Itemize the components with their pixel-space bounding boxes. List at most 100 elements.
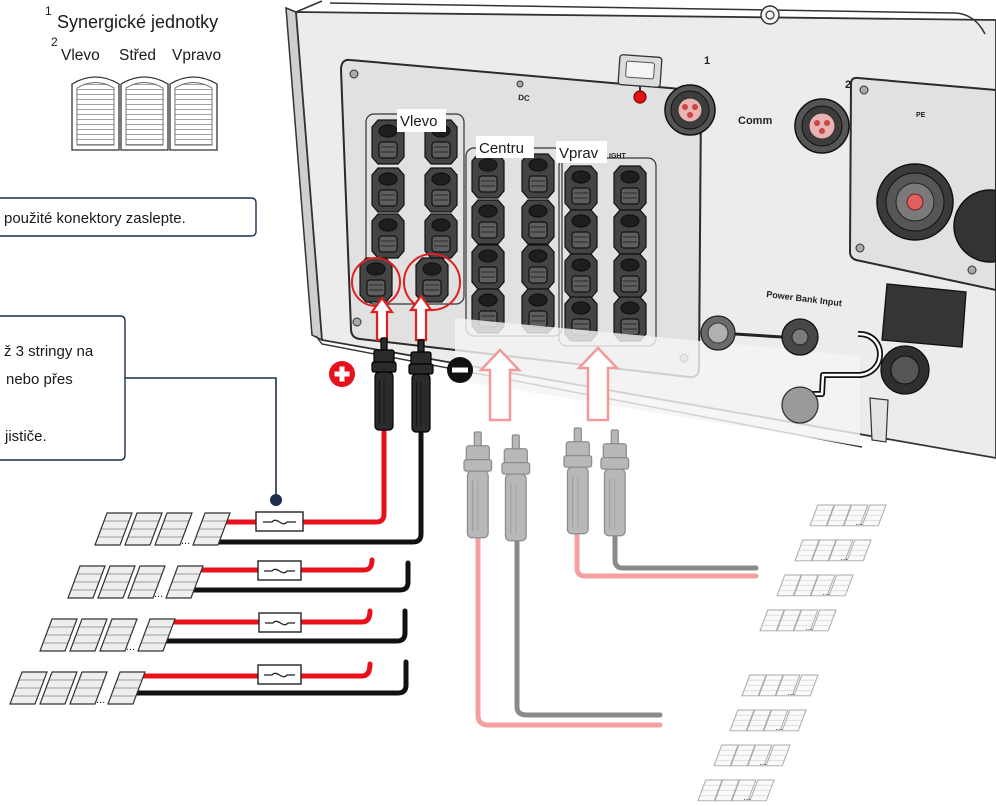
power-bank-cap-icon xyxy=(700,315,736,351)
connector-group-labels: Vlevo Centru Vprav IGHT xyxy=(397,109,626,163)
string-4-positive-wire xyxy=(137,661,373,679)
string-1-negative-wire xyxy=(205,429,424,545)
dc-connector xyxy=(521,153,555,199)
fuse-icon xyxy=(258,612,302,633)
screw xyxy=(859,85,869,95)
legend-title: Synergické jednotky xyxy=(57,12,218,32)
legend: 1 Synergické jednotky 2 Vlevo Střed Vpra… xyxy=(45,4,221,151)
pv-string-dimmed: ... xyxy=(741,674,819,697)
pv-strings-dimmed-upper: ... ... ... ... xyxy=(759,504,887,632)
cabinet-right-icon xyxy=(169,76,218,151)
group-label-right-fragment: IGHT xyxy=(609,153,626,160)
inverter-top-surface-edge xyxy=(329,2,986,35)
dc-connector xyxy=(471,153,505,199)
pv-strings-dimmed-lower: ... ... ... ... xyxy=(697,674,819,802)
pv-string-3: ... xyxy=(39,618,176,653)
comm-label: Comm xyxy=(738,115,772,127)
port-1-label: 1 xyxy=(704,55,710,67)
string-fuses xyxy=(255,511,304,685)
pv-string-ellipsis: ... xyxy=(96,694,105,706)
inverter: DC PE xyxy=(285,0,996,459)
pe-gland-icon xyxy=(876,163,954,241)
dc-connector xyxy=(471,244,505,290)
string-wires xyxy=(117,427,424,696)
pv-string-ellipsis: ... xyxy=(856,517,863,527)
cabinet-center-icon xyxy=(120,76,169,151)
pv-string-1: ... xyxy=(94,512,231,547)
inverter-top-edge xyxy=(295,0,323,13)
center-string-positive-wire xyxy=(475,522,663,728)
pv-string-dimmed: ... xyxy=(697,779,775,802)
port-2-label: 2 xyxy=(845,79,851,91)
comm-gland-2-icon xyxy=(794,98,850,154)
fuse-icon xyxy=(257,664,302,685)
string-4-negative-wire xyxy=(117,659,409,696)
dimmed-area xyxy=(455,318,860,446)
drain-plug-icon xyxy=(781,386,819,424)
insert-arrow-right-icon xyxy=(576,346,620,422)
dc-connector xyxy=(521,244,555,290)
pv-string-dimmed: ... xyxy=(729,709,807,732)
pe-label: PE xyxy=(916,112,926,119)
right-string-negative-wire xyxy=(612,517,759,571)
group-label-left: Vlevo xyxy=(400,113,438,130)
pv-string-ellipsis: ... xyxy=(776,722,783,732)
screw xyxy=(349,69,359,79)
screw xyxy=(855,243,865,253)
callout-strings-line-1: ž 3 stringy na xyxy=(4,343,94,360)
pv-module xyxy=(165,565,204,599)
string-2-negative-wire xyxy=(173,560,411,593)
inverter-foot xyxy=(869,397,889,443)
callout-blank-connectors-text: použité konektory zaslepte. xyxy=(4,210,186,227)
callout-blank-connectors: použité konektory zaslepte. xyxy=(0,197,257,237)
mc4-negative-connector xyxy=(408,339,434,433)
pv-string-ellipsis: ... xyxy=(744,792,751,802)
switch-led-icon xyxy=(617,54,663,104)
string-1-positive-wire xyxy=(215,427,387,525)
dc-connector xyxy=(424,213,458,259)
string-2-positive-wire xyxy=(193,557,375,573)
legend-index-1: 1 xyxy=(45,4,52,18)
mc4-positive-connector xyxy=(371,337,397,431)
power-bank-cap-strap xyxy=(734,332,783,339)
screw xyxy=(516,80,524,88)
fuse-icon xyxy=(257,560,302,581)
dc-connector xyxy=(564,209,598,255)
cabinet-left-icon xyxy=(71,76,120,151)
pv-string-2: ... xyxy=(67,565,204,600)
top-fixing-icon xyxy=(760,5,780,25)
comm-gland-1-icon xyxy=(664,84,716,136)
pv-string-dimmed: ... xyxy=(759,609,837,632)
legend-index-2: 2 xyxy=(51,35,58,49)
pv-string-4: ... xyxy=(9,671,146,706)
mc4-right-negative-connector xyxy=(600,429,630,537)
dc-connector xyxy=(613,209,647,255)
pv-strings-connected: ... ... ... ... xyxy=(9,512,231,706)
dc-connector xyxy=(613,253,647,299)
dc-label: DC xyxy=(518,93,531,103)
pv-string-dimmed: ... xyxy=(776,574,854,597)
pv-string-dimmed: ... xyxy=(713,744,791,767)
dc-connector xyxy=(471,199,505,245)
right-string-positive-wire xyxy=(574,517,759,579)
callout-pointer-dot xyxy=(270,494,282,506)
callout-strings-line-3: jističe. xyxy=(4,428,47,445)
pv-string-dimmed: ... xyxy=(809,504,887,527)
screw xyxy=(352,317,362,327)
pv-string-ellipsis: ... xyxy=(788,687,795,697)
pv-string-dimmed: ... xyxy=(794,539,872,562)
pv-module xyxy=(137,618,176,652)
dc-connector xyxy=(371,213,405,259)
dc-connector xyxy=(424,167,458,213)
pv-string-ellipsis: ... xyxy=(154,588,163,600)
pv-string-ellipsis: ... xyxy=(823,587,830,597)
dimmed-wires xyxy=(475,517,759,728)
center-string-negative-wire xyxy=(514,522,663,718)
lower-gland-icon xyxy=(880,345,930,395)
positive-polarity-icon xyxy=(329,361,355,387)
pv-string-ellipsis: ... xyxy=(841,552,848,562)
callout-strings-line-2: nebo přes xyxy=(6,371,73,388)
insert-arrow-center-icon xyxy=(478,348,522,422)
string-3-positive-wire xyxy=(165,608,373,625)
